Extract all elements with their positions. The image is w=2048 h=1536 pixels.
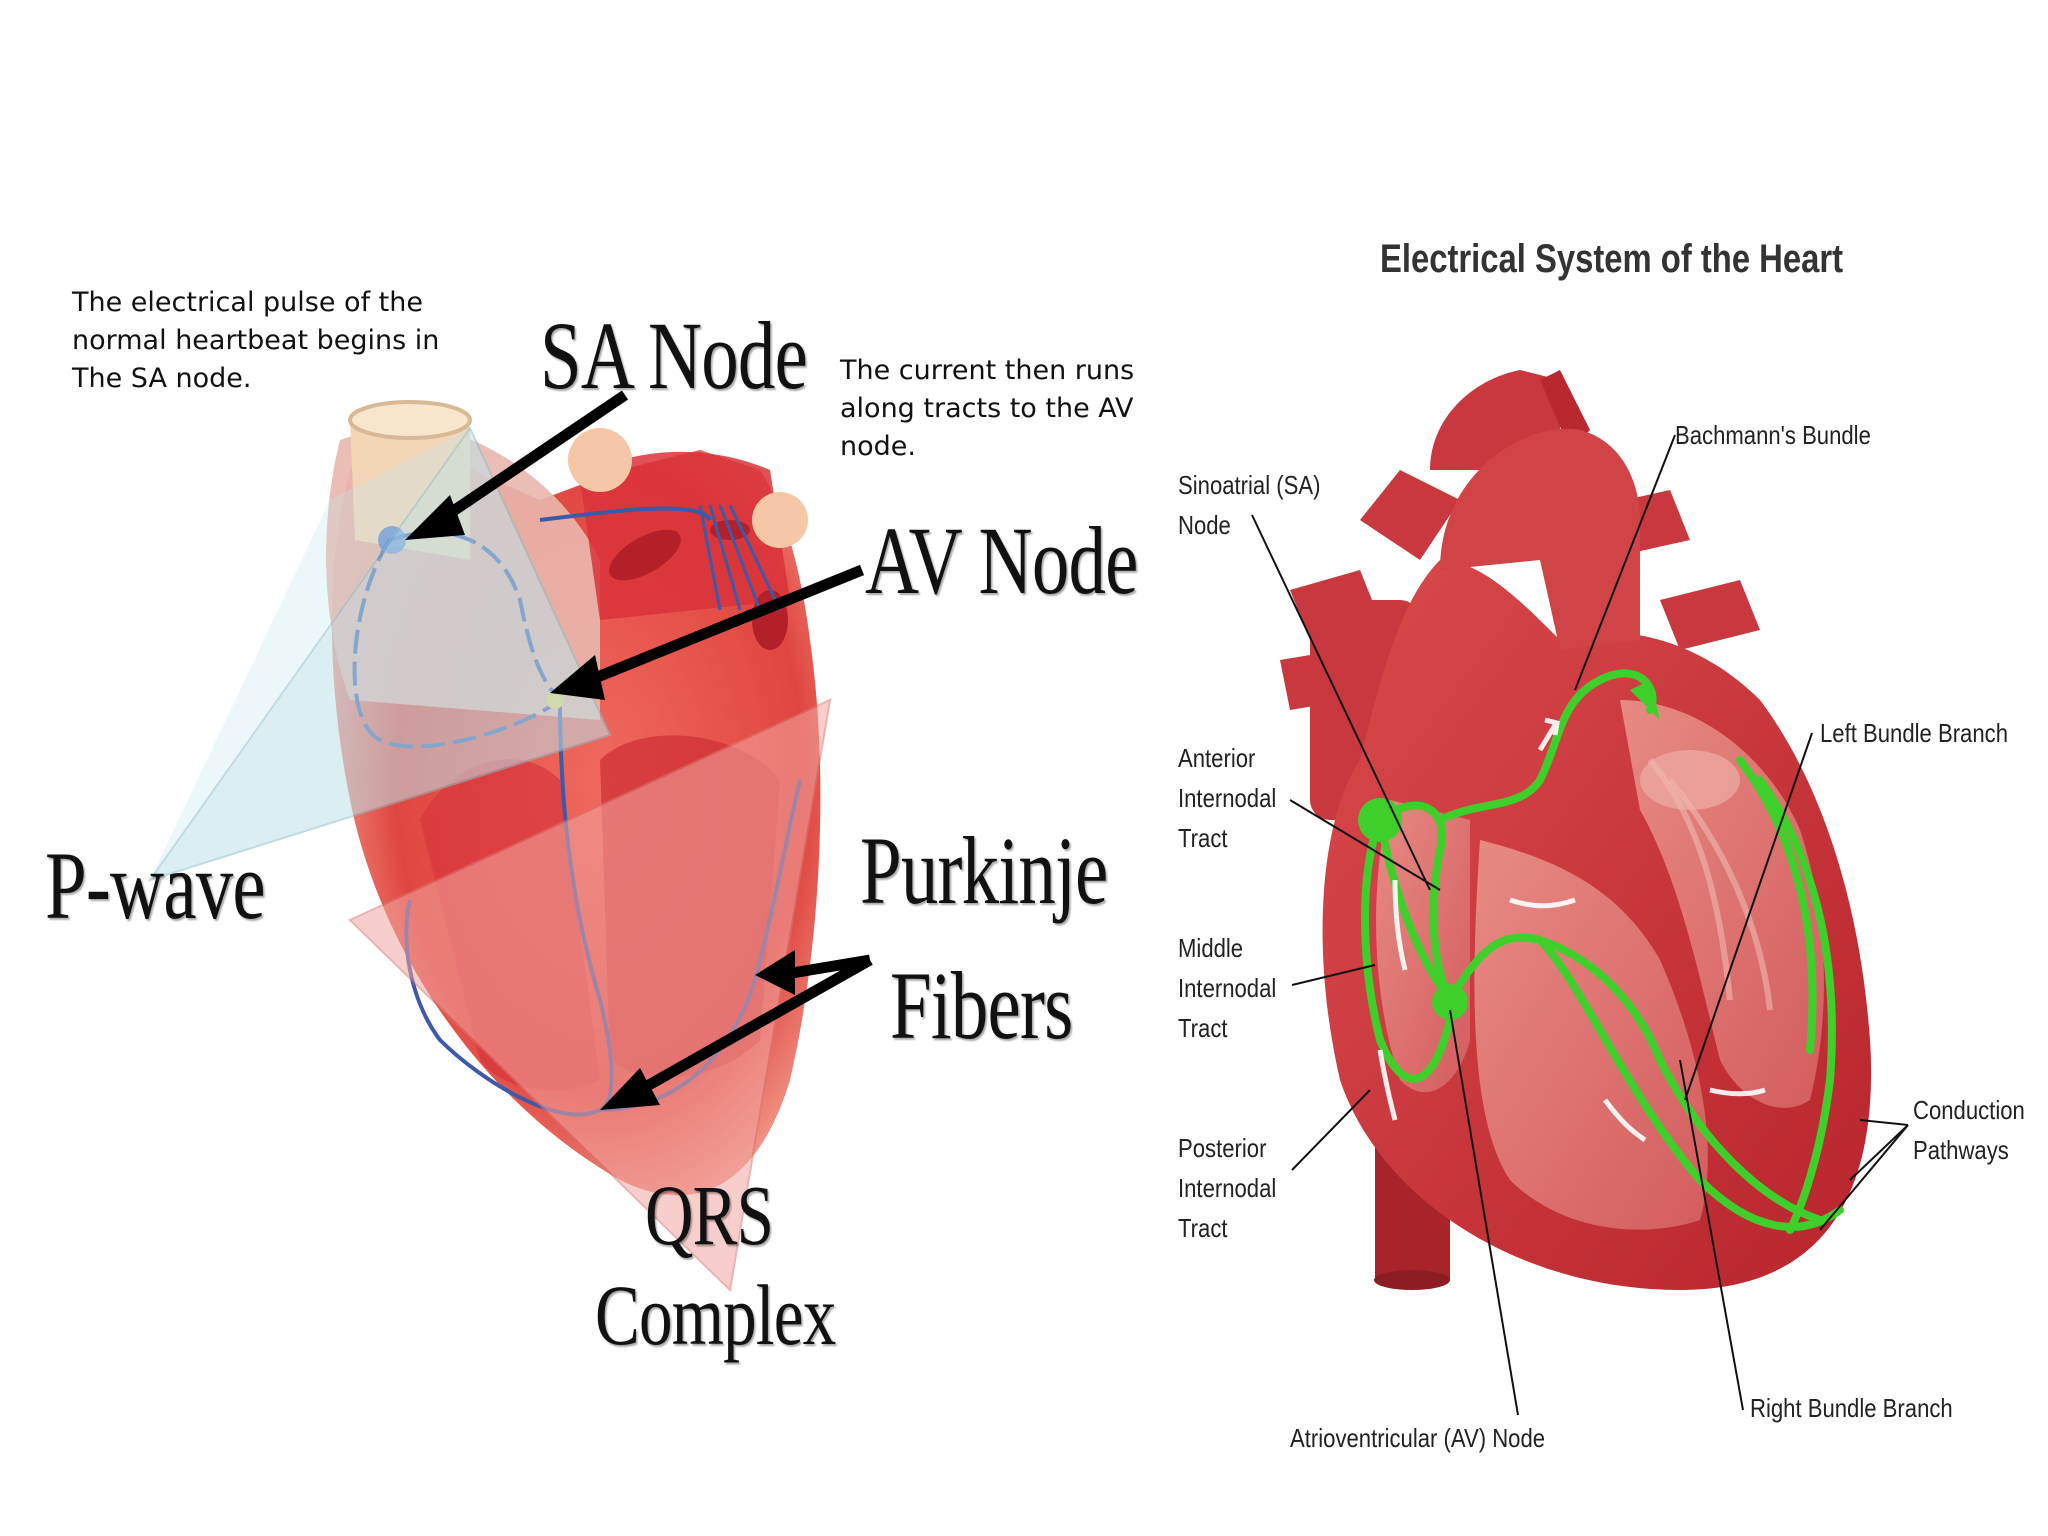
purkinje-label: Purkinje — [860, 817, 1108, 924]
sa-node-caption: Sinoatrial (SA) Node — [1178, 470, 1321, 540]
bachmann-caption: Bachmann's Bundle — [1675, 420, 1871, 450]
av-node-label: AV Node — [865, 507, 1138, 614]
p-wave-region — [147, 426, 612, 882]
av-node-caption: Atrioventricular (AV) Node — [1290, 1423, 1546, 1453]
qrs-label: QRS — [645, 1167, 774, 1263]
left-bundle-caption: Left Bundle Branch — [1820, 718, 2008, 748]
sa-node-label: SA Node — [540, 302, 808, 409]
sa-node-note: The electrical pulse of the normal heart… — [72, 287, 440, 394]
left-arrows — [405, 390, 873, 1110]
p-wave-label: P-wave — [45, 832, 266, 939]
qrs-region — [348, 698, 832, 1293]
right-heart-illustration — [1280, 370, 1872, 1290]
right-leader-lines — [1251, 434, 1909, 1416]
conduction-pathways — [1361, 669, 1844, 1234]
right-bundle-caption: Right Bundle Branch — [1750, 1393, 1953, 1423]
complex-label: Complex — [595, 1267, 836, 1363]
fibers-label: Fibers — [890, 952, 1073, 1059]
posterior-tract-caption: Posterior Internodal Tract — [1178, 1133, 1277, 1243]
right-diagram-title: Electrical System of the Heart — [1380, 237, 1844, 281]
conduction-pathways-caption: Conduction Pathways — [1913, 1095, 2025, 1165]
anterior-tract-caption: Anterior Internodal Tract — [1178, 743, 1277, 853]
middle-tract-caption: Middle Internodal Tract — [1178, 933, 1277, 1043]
av-node-note: The current then runs along tracts to th… — [840, 355, 1135, 462]
